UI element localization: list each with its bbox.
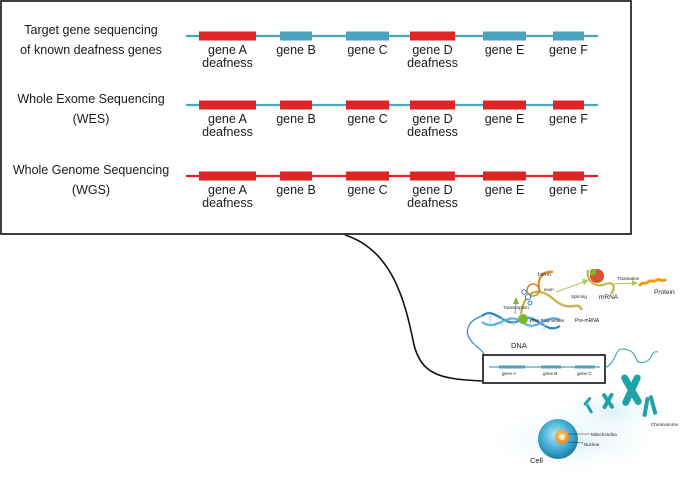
gene-name-label: gene D <box>412 112 452 126</box>
exon-label: exon <box>544 287 554 292</box>
gene-name-label: gene B <box>276 183 316 197</box>
chromosome-label: Chromosome <box>651 422 679 427</box>
row-sublabel: (WES) <box>73 112 110 126</box>
gene-name-label: gene D <box>412 183 452 197</box>
gene-bar <box>199 171 256 181</box>
gene-bar <box>346 100 389 110</box>
pre-mrna-label: Pre-mRNA <box>575 318 600 324</box>
cell-label: Cell <box>530 456 543 465</box>
gene-phenotype-label: deafness <box>202 125 253 139</box>
row-label: Target gene sequencing <box>24 23 157 37</box>
row-sublabel: of known deafness genes <box>20 43 162 57</box>
gene-name-label: gene E <box>485 183 525 197</box>
translation-arrow <box>611 282 635 285</box>
rna-polymerase-label: RNA Polymerase <box>530 318 565 323</box>
protein-label: Protein <box>654 289 675 296</box>
mini-gene-b-label: gene B <box>543 371 557 376</box>
gene-bar <box>280 31 312 41</box>
pre-mrna-icon <box>519 270 584 315</box>
zoom-box <box>482 354 606 384</box>
mini-gene-c-bar <box>575 365 595 369</box>
gene-bar <box>280 171 312 181</box>
sequencing-row: Target gene sequencing of known deafness … <box>20 23 598 70</box>
mrna-label: mRNA <box>599 294 619 301</box>
gene-name-label: gene F <box>549 43 588 57</box>
chromatin-strand <box>604 348 659 369</box>
gene-name-label: gene A <box>208 183 248 197</box>
gene-bar <box>410 31 455 41</box>
gene-bar <box>483 171 526 181</box>
mini-gene-a-label: gene A <box>502 371 516 376</box>
gene-phenotype-label: deafness <box>202 196 253 210</box>
gene-name-label: gene E <box>485 43 525 57</box>
protein-icon <box>638 277 667 287</box>
gene-bar <box>553 31 584 41</box>
gene-bar <box>553 171 584 181</box>
gene-bar <box>553 100 584 110</box>
mini-gene-a-bar <box>499 365 525 369</box>
row-label: Whole Exome Sequencing <box>17 92 164 106</box>
dna-label: DNA <box>511 341 527 350</box>
mitochondria-label: Mitochondria <box>591 432 617 437</box>
sequencing-row: Whole Genome Sequencing(WGS)gene Adeafne… <box>13 163 598 210</box>
gene-name-label: gene F <box>549 112 588 126</box>
gene-bar <box>199 31 256 41</box>
gene-bar <box>199 100 256 110</box>
gene-name-label: gene D <box>412 43 452 57</box>
gene-bar <box>346 171 389 181</box>
chromosome-icon <box>583 374 658 417</box>
molecular-illustration <box>467 268 672 476</box>
mini-gene-c-label: gene C <box>577 371 592 376</box>
gene-bar <box>483 100 526 110</box>
gene-name-label: gene C <box>347 112 387 126</box>
row-sublabel: (WGS) <box>72 183 110 197</box>
gene-phenotype-label: deafness <box>407 56 458 70</box>
transcription-label: Transcription <box>503 305 529 310</box>
splicing-arrow <box>555 281 585 293</box>
gene-name-label: gene F <box>549 183 588 197</box>
sequencing-rows: Target gene sequencing of known deafness … <box>13 23 598 210</box>
nuclear-label: Nuclear <box>584 442 600 447</box>
gene-name-label: gene C <box>347 183 387 197</box>
gene-bar <box>280 100 312 110</box>
gene-bar <box>346 31 389 41</box>
nuclear-pointer <box>567 441 584 444</box>
gene-name-label: gene B <box>276 112 316 126</box>
gene-bar <box>410 100 455 110</box>
rna-polymerase-icon <box>518 314 528 324</box>
gene-bar <box>483 31 526 41</box>
splicing-label: Splicing <box>571 294 587 299</box>
gene-bar <box>410 171 455 181</box>
gene-phenotype-label: deafness <box>202 56 253 70</box>
mini-gene-b-bar <box>541 365 561 369</box>
gene-name-label: gene A <box>208 43 248 57</box>
gene-name-label: gene E <box>485 112 525 126</box>
gene-name-label: gene A <box>208 112 248 126</box>
mrna-icon <box>586 268 615 295</box>
gene-phenotype-label: deafness <box>407 125 458 139</box>
gene-name-label: gene B <box>276 43 316 57</box>
gene-name-label: gene C <box>347 43 387 57</box>
translation-label: Translation <box>617 276 640 281</box>
connector-curve <box>344 234 483 382</box>
sequencing-row: Whole Exome Sequencing(WES)gene Adeafnes… <box>17 92 598 139</box>
row-label: Whole Genome Sequencing <box>13 163 169 177</box>
intron-label: Intron <box>538 272 551 278</box>
gene-phenotype-label: deafness <box>407 196 458 210</box>
